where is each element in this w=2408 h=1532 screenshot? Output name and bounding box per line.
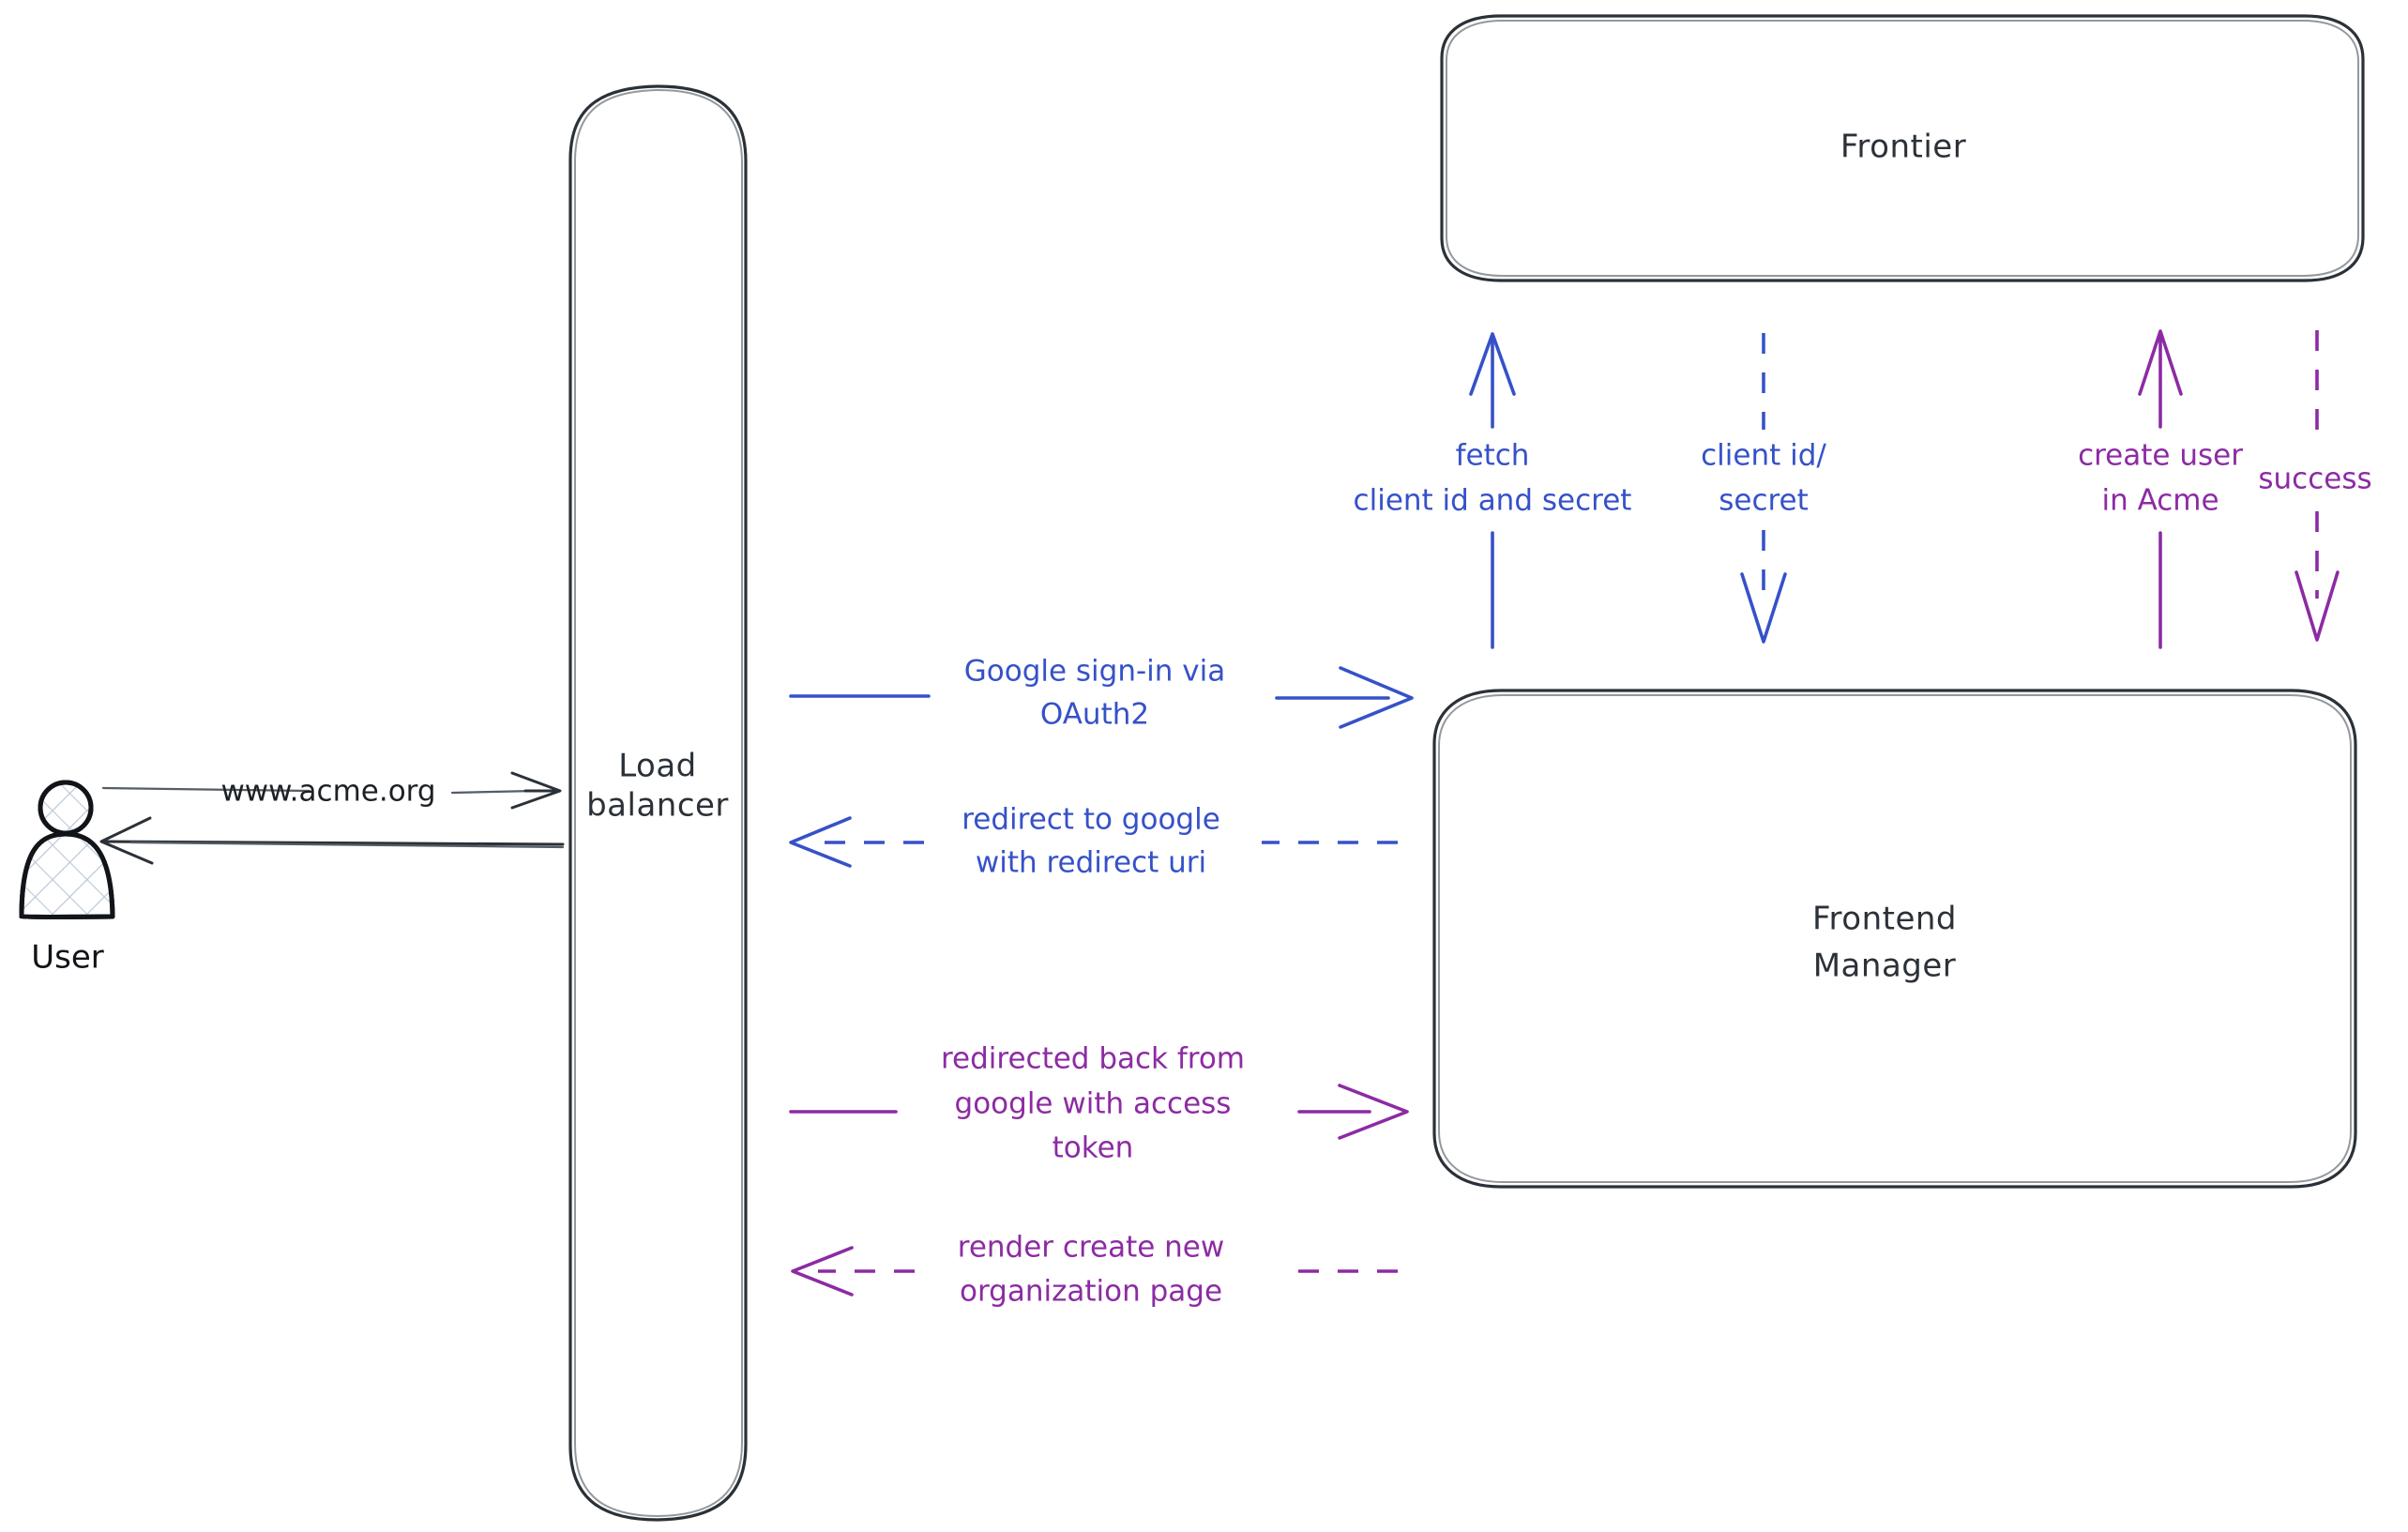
edge-label-render-create-2: organization page: [960, 1275, 1222, 1309]
edge-label-success: success: [2258, 463, 2371, 496]
node-frontend-manager[interactable]: Frontend Manager: [1432, 689, 2357, 1189]
edge-user-to-lb[interactable]: www.acme.org: [101, 771, 562, 810]
edge-label-redirected-back-2: google with access: [955, 1087, 1232, 1121]
edge-frontier-to-fm-creds[interactable]: client id/ secret: [1701, 333, 1826, 644]
edge-lb-to-user[interactable]: [99, 816, 565, 865]
node-load-balancer-label-2: balancer: [586, 787, 729, 825]
edge-lb-to-fm-signin[interactable]: Google sign-in via OAuth2: [789, 655, 1414, 732]
node-load-balancer[interactable]: Load balancer: [568, 84, 748, 1522]
person-icon-body-outline: [19, 831, 115, 919]
edge-label-google-signin-1: Google sign-in via: [964, 655, 1226, 689]
edge-label-fetch-1: fetch: [1456, 439, 1530, 473]
node-load-balancer-label-1: Load: [618, 748, 697, 785]
actor-user[interactable]: User: [19, 780, 115, 977]
edge-label-redirected-back-3: token: [1053, 1131, 1134, 1165]
edge-label-google-signin-2: OAuth2: [1040, 698, 1149, 732]
edge-label-create-user-1: create user: [2078, 439, 2243, 473]
actor-user-label: User: [31, 939, 104, 977]
edge-fm-to-frontier-fetch[interactable]: fetch client id and secret: [1354, 332, 1632, 649]
edge-fm-to-lb-redirect[interactable]: redirect to google with redirect uri: [789, 803, 1398, 880]
edge-fm-to-frontier-create-user[interactable]: create user in Acme: [2078, 329, 2243, 649]
person-icon-head-hatch: [40, 782, 91, 833]
edge-fm-to-lb-render[interactable]: render create new organization page: [791, 1231, 1398, 1309]
edge-lb-to-fm-token[interactable]: redirected back from google with access …: [789, 1042, 1409, 1165]
edge-label-www-acme-org: www.acme.org: [220, 775, 435, 809]
edge-label-client-id-1: client id/: [1701, 439, 1826, 473]
edge-label-render-create-1: render create new: [958, 1231, 1224, 1265]
node-frontend-manager-label-1: Frontend: [1812, 901, 1957, 938]
edge-label-redirect-google-2: with redirect uri: [976, 846, 1206, 880]
node-frontier[interactable]: Frontier: [1440, 14, 2365, 282]
person-icon-body-hatch: [22, 834, 113, 918]
edge-label-fetch-2: client id and secret: [1354, 484, 1632, 518]
edge-label-create-user-2: in Acme: [2101, 484, 2219, 518]
node-frontier-label: Frontier: [1840, 129, 1966, 166]
edge-label-redirected-back-1: redirected back from: [941, 1042, 1245, 1076]
edge-frontier-to-fm-success[interactable]: success: [2258, 330, 2372, 642]
node-frontend-manager-label-2: Manager: [1813, 948, 1957, 985]
edge-label-client-id-2: secret: [1719, 484, 1809, 518]
edge-label-redirect-google-1: redirect to google: [962, 803, 1220, 837]
